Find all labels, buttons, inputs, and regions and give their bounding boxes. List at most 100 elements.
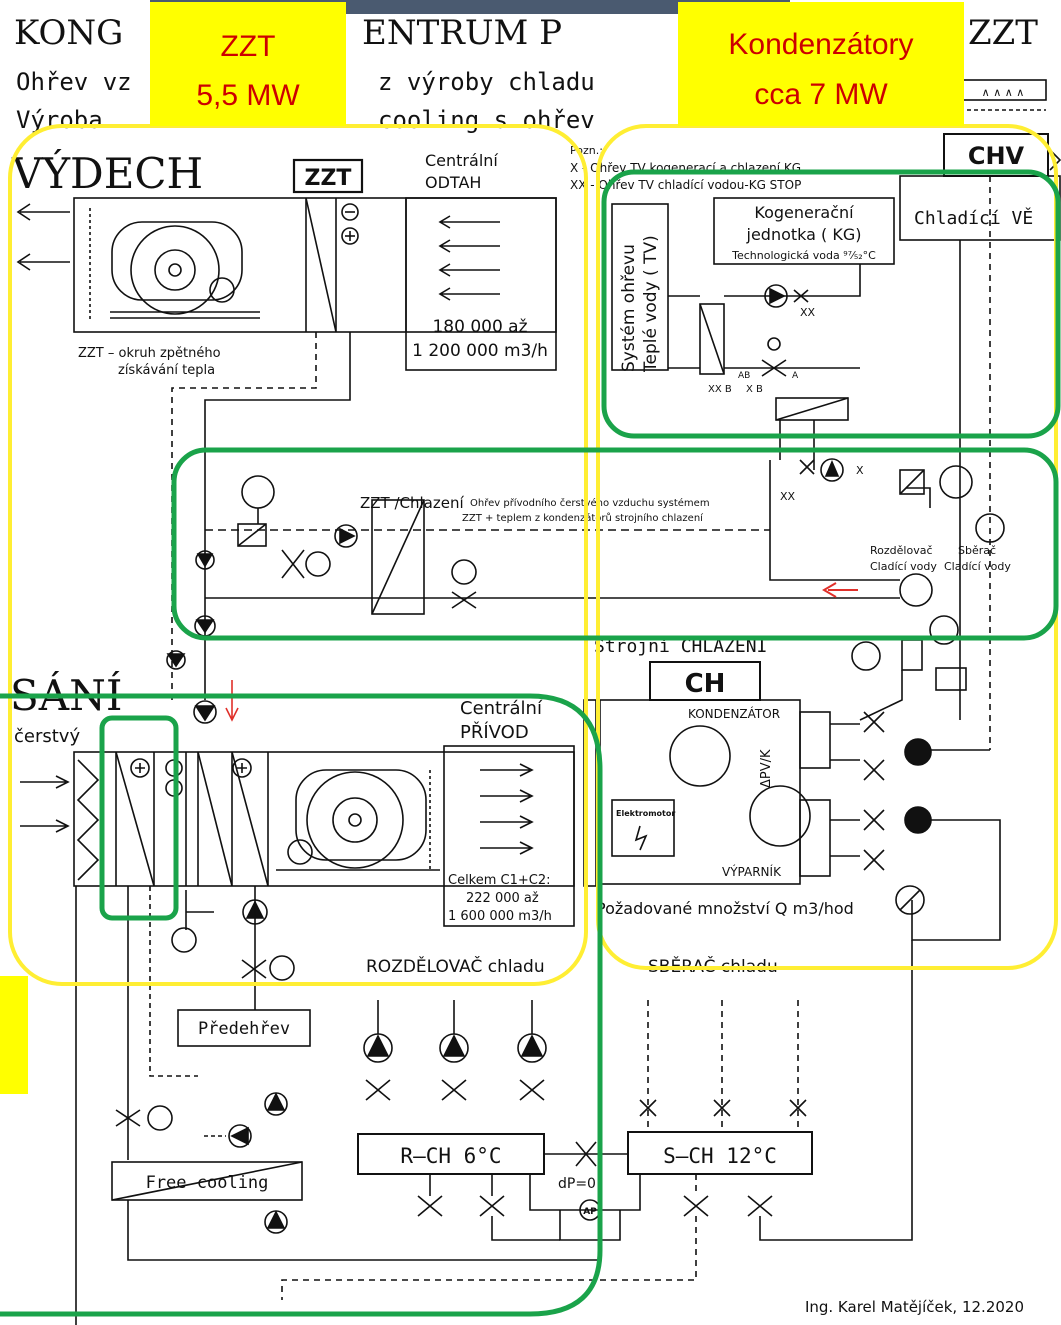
predehrev-label: Předehřev: [198, 1019, 290, 1039]
rozdelovac-chladu-label: ROZDĚLOVAČ chladu: [366, 955, 545, 977]
header-line2-right: cooling s ohřev: [378, 106, 595, 134]
xx-note: XX - Ohřev TV chladící vodou-KG STOP: [570, 178, 801, 192]
condenser-pump-icon: [904, 738, 932, 766]
machine-cooling: Strojní CHLAZENÍ CH KONDENZÁTOR Elektrom…: [594, 615, 1001, 941]
predehrev-box: [177, 1009, 311, 1047]
chv-label: CHV: [968, 142, 1025, 170]
zzt-pump-icon: [334, 524, 358, 548]
zzt-cooling-band: ZZT /Chlazení Ohřev přívodního čerstvého…: [194, 458, 1011, 637]
overlay-frames: [0, 124, 1061, 1317]
valve-x-b: X B: [746, 384, 763, 395]
header-title-left: KONG: [14, 13, 123, 53]
free-cooling-box: [111, 1161, 303, 1201]
flow-meter-icon: [895, 885, 925, 915]
free-cooling-label: Free cooling: [146, 1173, 269, 1193]
sberac-line1: Sběrač: [958, 544, 996, 557]
rozdelovac-line2: Cladící vody: [870, 560, 937, 573]
kondenzator-label: KONDENZÁTOR: [688, 706, 780, 721]
kogen-line2: jednotka ( KG): [746, 225, 862, 244]
header-line1-left: Ohřev vz: [16, 68, 132, 96]
kogen-box: [713, 197, 895, 265]
kogen-line1: Kogenerační: [754, 203, 854, 222]
sch-box: [627, 1131, 813, 1175]
callout-kond-line1: Kondenzátory: [728, 28, 913, 61]
green-frame-intake: [0, 693, 603, 1317]
tv-line2: Teplé vody ( TV): [641, 235, 661, 373]
intake-central-line1: Centrální: [460, 698, 543, 719]
exhaust-title: VÝDECH: [11, 148, 203, 198]
ch-label: CH: [685, 669, 726, 699]
minus-icon: [341, 203, 359, 221]
zzt-label: ZZT: [305, 166, 352, 191]
rch-label: R–CH 6°C: [400, 1144, 501, 1168]
three-way-valve-icon: [761, 359, 787, 377]
zzt-label-box: [292, 158, 364, 194]
rozdelovac-water-node: [899, 573, 933, 607]
kogen-block: Systém ohřevu Teplé vody ( TV) Kogenerač…: [611, 197, 895, 470]
intake-total-line1: Celkem C1+C2:: [448, 873, 551, 888]
callout-zzt: [150, 2, 346, 126]
kogen-line3: Technologická voda ⁹⁷⁄₅₂°C: [731, 249, 876, 262]
green-frame-zzt-cooling: [171, 447, 1059, 641]
header-title-right: ZZT: [968, 13, 1038, 53]
vyparnik-label: VÝPARNÍK: [722, 864, 782, 879]
intake-fresh: čerstvý: [14, 726, 80, 747]
kogen-exchanger: [775, 397, 849, 421]
sberac-water-node: [975, 513, 1005, 543]
exhaust-central-line1: Centrální: [425, 151, 498, 170]
callout-kondenzatory: [678, 2, 964, 126]
motor-icon: [209, 277, 235, 303]
chv-block: ∧ ∧ ∧ ∧ CHV Chladící VĚ: [899, 79, 1061, 750]
intake-total-line2: 222 000 až: [466, 891, 539, 906]
tv-system-box: [611, 203, 669, 371]
zzt-loop-line2: získávání tepla: [118, 363, 215, 378]
exhaust-flow-line2: 1 200 000 m3/h: [412, 341, 548, 361]
valve-xx-2: XX: [780, 490, 796, 503]
dpvk-label: ΔPV/K: [759, 749, 774, 788]
intake-arrow-1: [20, 775, 70, 789]
yellow-frame-zzt: [8, 124, 588, 986]
valve-xx-1: XX: [800, 306, 816, 319]
intake-unit: SÁNÍ čerstvý Centrální PŘÍVOD: [10, 650, 597, 927]
callout-kond-line2: cca 7 MW: [754, 78, 888, 111]
elektromotor-box: [611, 799, 675, 857]
header-line2-left: Výroba: [16, 106, 103, 134]
valve-x: X: [856, 464, 864, 477]
callout-zzt-line1: ZZT: [221, 30, 276, 63]
zzt-cooling-desc2: ZZT + teplem z kondenzátorů strojního ch…: [462, 512, 704, 524]
zzt-loop-line1: ZZT – okruh zpětného: [78, 346, 221, 361]
header-title-mid: ENTRUM P: [362, 13, 562, 53]
intake-arrow-2: [20, 819, 70, 833]
callouts: ZZT 5,5 MW Kondenzátory cca 7 MW: [0, 2, 964, 1094]
lower-section: ROZDĚLOVAČ chladu SBĚRAČ chladu Předehře…: [75, 690, 990, 1325]
required-flow-label: Požadované množství Q m3/hod: [596, 899, 854, 918]
callout-side-strip: [0, 976, 28, 1094]
green-frame-zzt-exchanger: [99, 715, 179, 921]
exhaust-flow-line1: 180 000 až: [432, 317, 527, 337]
sberac-line2: Cladící vody: [944, 560, 1011, 573]
valve-ab: AB: [738, 371, 750, 381]
rozdelovac-line1: Rozdělovač: [870, 544, 933, 557]
exhaust-arrow-2: [16, 253, 70, 271]
sch-label: S–CH 12°C: [663, 1144, 777, 1168]
valve-a: A: [792, 371, 799, 381]
exhaust-central-line2: ODTAH: [425, 173, 481, 192]
exhaust-arrow-1: [16, 203, 70, 221]
evaporator-pump-icon: [904, 806, 932, 834]
zzt-cooling-desc1: Ohřev přívodního čerstvého vzduchu systé…: [470, 497, 710, 509]
intake-total-line3: 1 600 000 m3/h: [448, 909, 552, 924]
ap-label: AP: [583, 1207, 597, 1217]
plus-icon: [341, 227, 359, 245]
chv-tower-label: Chladící VĚ: [914, 207, 1033, 229]
green-frame-kogen: [601, 169, 1061, 439]
zzt-cooling-label: ZZT /Chlazení: [360, 494, 464, 512]
intake-fan-icon: [306, 771, 404, 869]
header-line1-right: z výroby chladu: [378, 68, 595, 96]
exhaust-unit: VÝDECH ZZT Centrální ODTAH 180: [11, 148, 557, 700]
flow-arrow-red: [822, 582, 858, 598]
exhaust-fan-icon: [130, 225, 220, 315]
elektromotor-label: Elektromotor: [616, 809, 675, 818]
valve-xx-b: XX B: [708, 384, 732, 395]
